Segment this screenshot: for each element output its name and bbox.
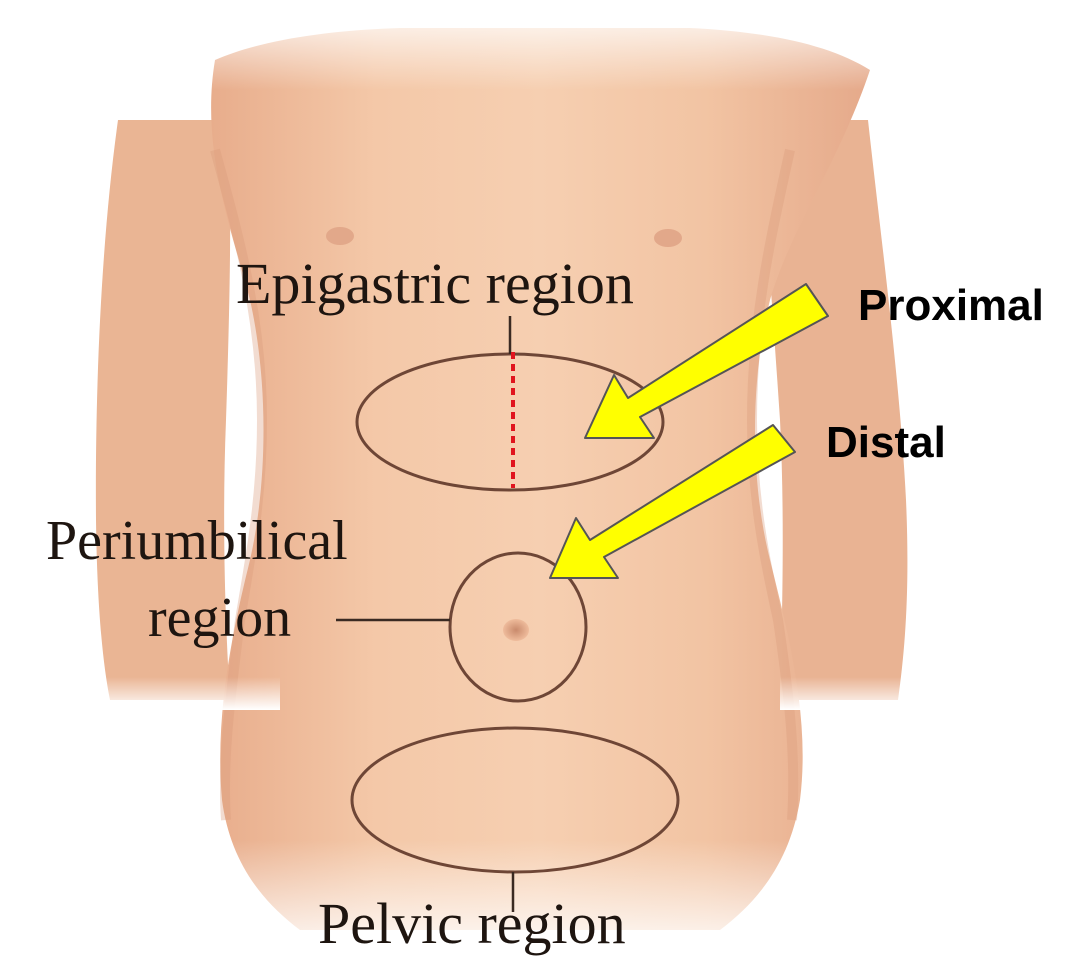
pelvic-region-label: Pelvic region — [318, 895, 626, 953]
epigastric-region-label: Epigastric region — [236, 255, 634, 313]
periumbilical-region-label-line2: region — [148, 590, 291, 646]
navel — [503, 619, 529, 641]
proximal-label: Proximal — [858, 284, 1044, 328]
left-nipple — [326, 227, 354, 245]
torso — [211, 28, 870, 930]
distal-label: Distal — [826, 421, 946, 465]
periumbilical-region-label-line1: Periumbilical — [46, 513, 348, 569]
right-nipple — [654, 229, 682, 247]
